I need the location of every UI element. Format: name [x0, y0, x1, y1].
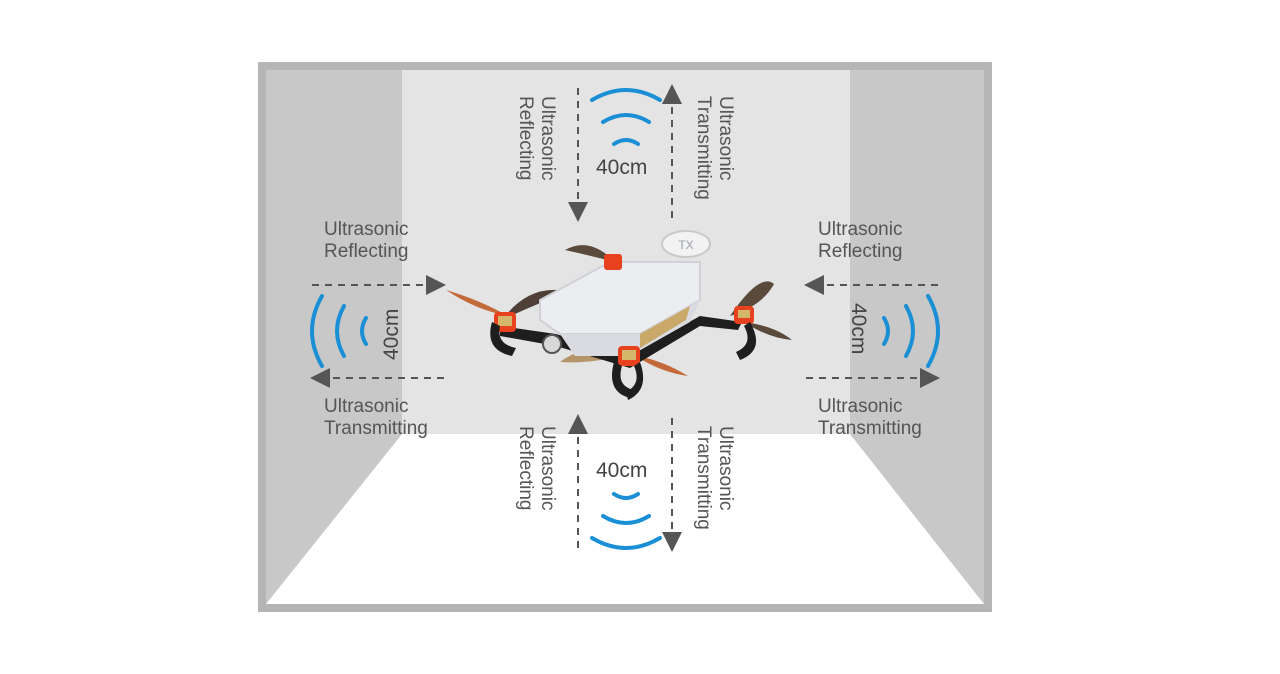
right-reflecting-label: Ultrasonic Reflecting — [818, 219, 903, 262]
top-transmitting-label: Ultrasonic Transmitting — [692, 96, 736, 200]
top-distance-label: 40cm — [596, 156, 648, 179]
left-transmitting-label: Ultrasonic Transmitting — [324, 396, 428, 439]
bottom-distance-label: 40cm — [596, 459, 648, 482]
top-reflecting-label: Ultrasonic Reflecting — [514, 96, 558, 181]
right-transmitting-label: Ultrasonic Transmitting — [818, 396, 922, 439]
drone-frame — [500, 316, 742, 368]
propeller-front-blade — [636, 356, 688, 376]
landing-guard-front-right — [626, 362, 644, 400]
right-waves — [882, 294, 940, 368]
floor — [266, 434, 984, 604]
top-transmitting-text: Ultrasonic Transmitting — [693, 96, 736, 200]
back-wall — [402, 70, 850, 434]
propeller-back-left — [565, 245, 615, 262]
left-distance-label: 40cm — [380, 308, 403, 360]
left-waves — [310, 294, 368, 368]
bottom-reflecting-text: Ultrasonic Reflecting — [515, 426, 558, 511]
drone-illustration: TX — [446, 230, 792, 400]
bottom-waves — [590, 492, 662, 550]
landing-guard-front — [612, 362, 634, 398]
top-waves — [590, 88, 662, 146]
tx-badge — [661, 230, 711, 258]
propeller-left-blade — [446, 290, 508, 316]
bottom-reflecting-label: Ultrasonic Reflecting — [514, 426, 558, 511]
landing-guard-left — [490, 322, 516, 356]
motor-right — [734, 306, 754, 324]
right-wall — [850, 70, 984, 604]
motor-back — [604, 254, 622, 270]
camera-lens — [542, 334, 562, 354]
left-reflecting-label: Ultrasonic Reflecting — [324, 219, 409, 262]
landing-guard-right — [736, 322, 757, 360]
drone-body-side — [560, 300, 700, 356]
right-distance-label: 40cm — [847, 303, 870, 355]
left-wall — [266, 70, 402, 604]
propeller-right-blade — [744, 322, 792, 340]
top-reflecting-text: Ultrasonic Reflecting — [515, 96, 558, 181]
motor-front — [618, 346, 640, 366]
bottom-transmitting-label: Ultrasonic Transmitting — [692, 426, 736, 530]
drone-gold-panel — [640, 306, 690, 348]
bottom-transmitting-text: Ultrasonic Transmitting — [693, 426, 736, 530]
tx-badge-label: TX — [678, 238, 693, 252]
